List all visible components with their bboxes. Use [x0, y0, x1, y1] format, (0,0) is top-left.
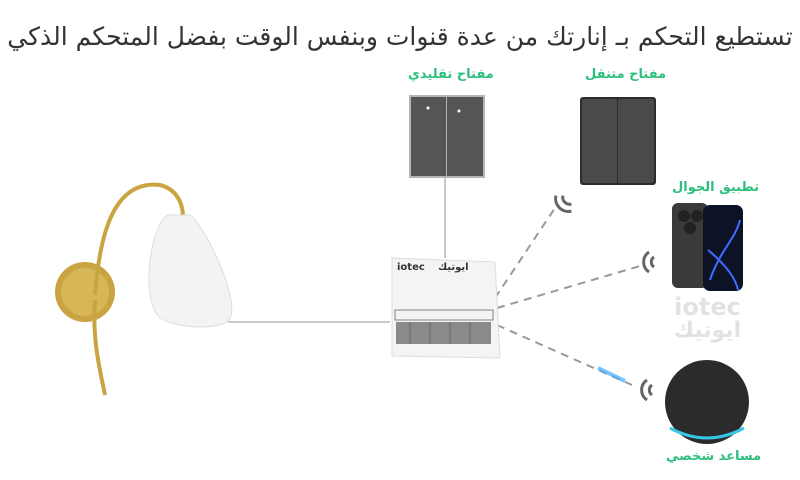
wifi-icon [642, 250, 656, 274]
wifi-icon [640, 378, 654, 402]
smart-speaker-image [665, 360, 749, 444]
watermark-arabic: ايوتيك [673, 318, 742, 343]
label-traditional-switch: مفتاح تقليدي [408, 67, 494, 82]
module-brand-arabic: ايوتيك [438, 262, 469, 273]
link-mobile-app [496, 265, 641, 309]
label-mobile-app: تطبيق الجوال [672, 180, 759, 195]
portable-switch-image [580, 97, 656, 185]
wifi-icon [554, 195, 572, 213]
wall-lamp [55, 182, 233, 396]
link-assistant [496, 324, 633, 386]
label-personal-assistant: مساعد شخصي [666, 449, 762, 464]
signal-glow [597, 366, 626, 383]
page-title: تستطيع التحكم بـ إنارتك من عدة قنوات وبن… [7, 22, 793, 51]
label-portable-switch: مفتاح متنقل [585, 67, 667, 82]
traditional-switch-image [409, 95, 485, 178]
module-brand-latin: iotec [397, 262, 425, 273]
smart-module-image [391, 257, 501, 359]
link-portable-switch [494, 207, 556, 299]
watermark-latin: iotec [674, 293, 741, 321]
mobile-phone-image [672, 203, 743, 291]
